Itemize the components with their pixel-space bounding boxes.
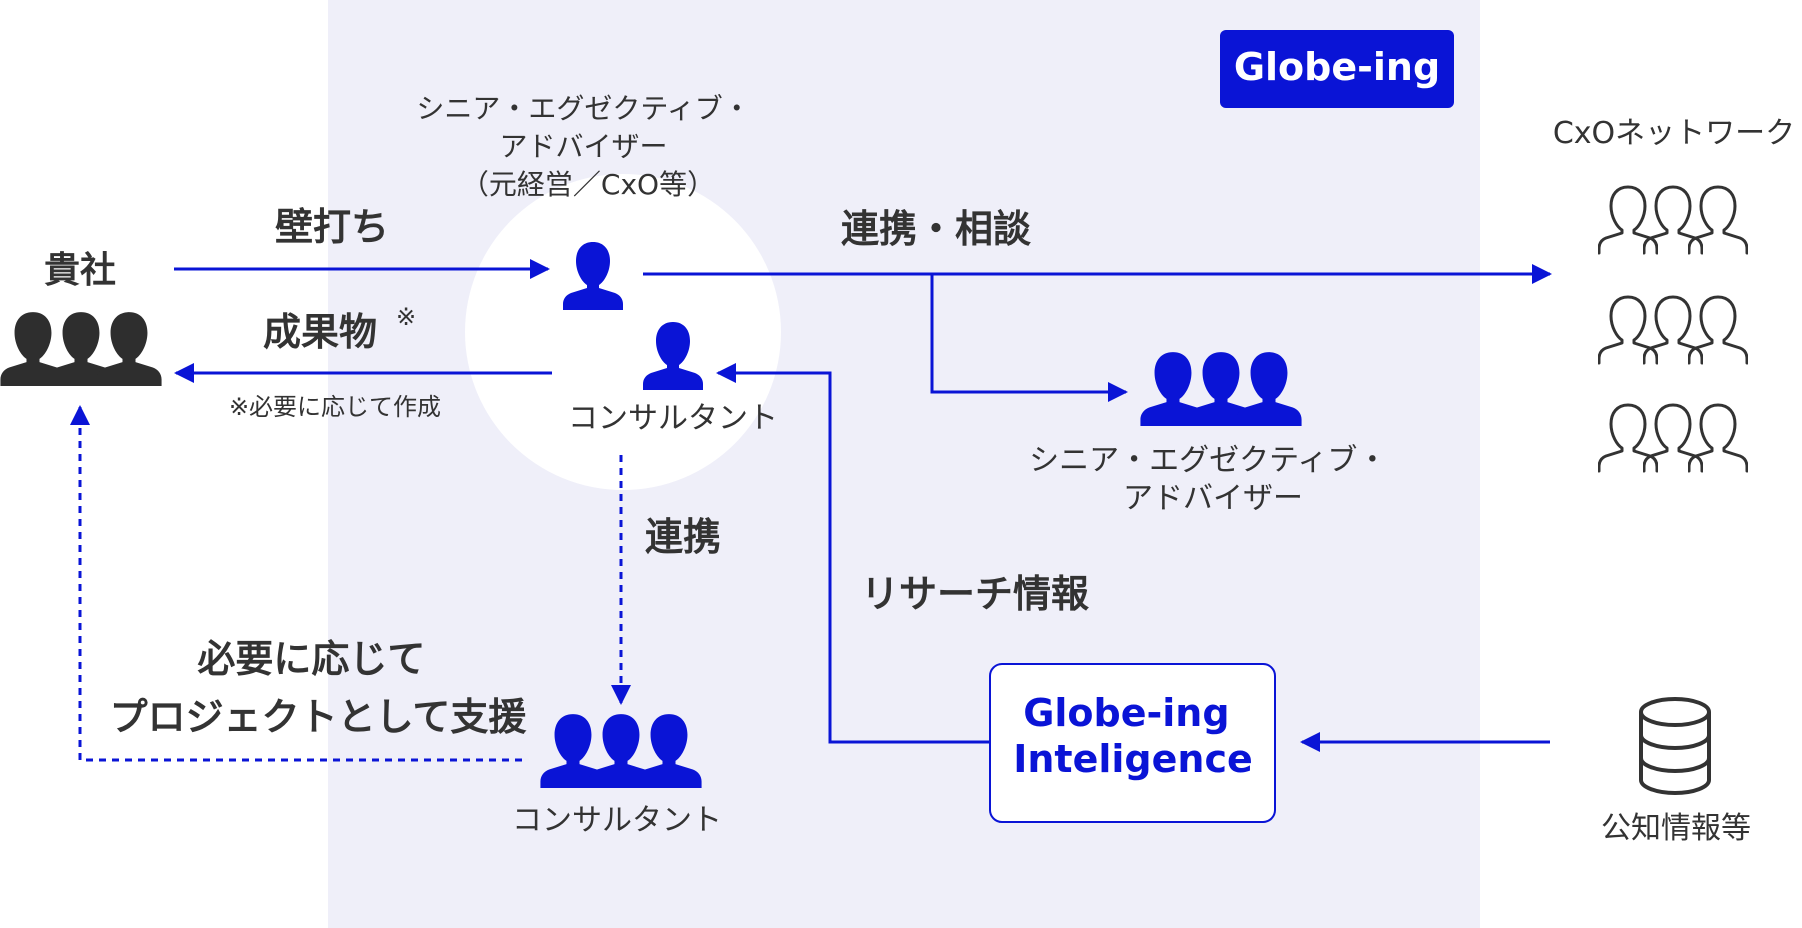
consultant-bottom-label: コンサルタント bbox=[512, 803, 722, 838]
globe-ing-badge bbox=[1220, 30, 1454, 108]
collab-consult-label: 連携・相談 bbox=[841, 207, 1031, 251]
intelligence-box bbox=[989, 663, 1276, 823]
database-icon bbox=[1639, 697, 1711, 796]
core-team-circle bbox=[465, 174, 781, 490]
branch-to-senior-group-arrow bbox=[930, 274, 1128, 402]
kabeuchi-label: 壁打ち bbox=[275, 205, 389, 249]
consultant-top-label: コンサルタント bbox=[568, 401, 778, 436]
intelligence-box-label: Globe-ing Inteligence bbox=[1013, 691, 1253, 781]
deliverables-label: 成果物 bbox=[263, 310, 377, 354]
senior-advisor-label: シニア・エグゼクティブ・ アドバイザー （元経営／CxO等） bbox=[416, 92, 759, 201]
deliverables-mark: ※ bbox=[396, 303, 416, 331]
public-info-label: 公知情報等 bbox=[1601, 811, 1751, 846]
project-support-dashed-arrow bbox=[70, 405, 522, 762]
project-support-label: 必要に応じて プロジェクトとして支援 bbox=[110, 637, 528, 739]
client-group-icon bbox=[0, 312, 162, 386]
research-info-label: リサーチ情報 bbox=[861, 572, 1089, 616]
senior-group-icon bbox=[1140, 352, 1302, 426]
research-info-arrow bbox=[716, 363, 990, 744]
cxo-network-label: CxOネットワーク bbox=[1553, 116, 1795, 151]
senior-group-label: シニア・エグゼクティブ・ アドバイザー bbox=[1029, 443, 1397, 516]
collab-label: 連携 bbox=[645, 515, 721, 559]
deliverables-note: ※必要に応じて作成 bbox=[229, 393, 441, 421]
client-label: 貴社 bbox=[44, 250, 116, 291]
cxo-network-icons bbox=[1598, 185, 1748, 473]
consultant-group-icon bbox=[540, 714, 702, 788]
globe-ing-panel bbox=[328, 0, 1480, 928]
globe-ing-badge-label: Globe-ing bbox=[1234, 45, 1440, 89]
